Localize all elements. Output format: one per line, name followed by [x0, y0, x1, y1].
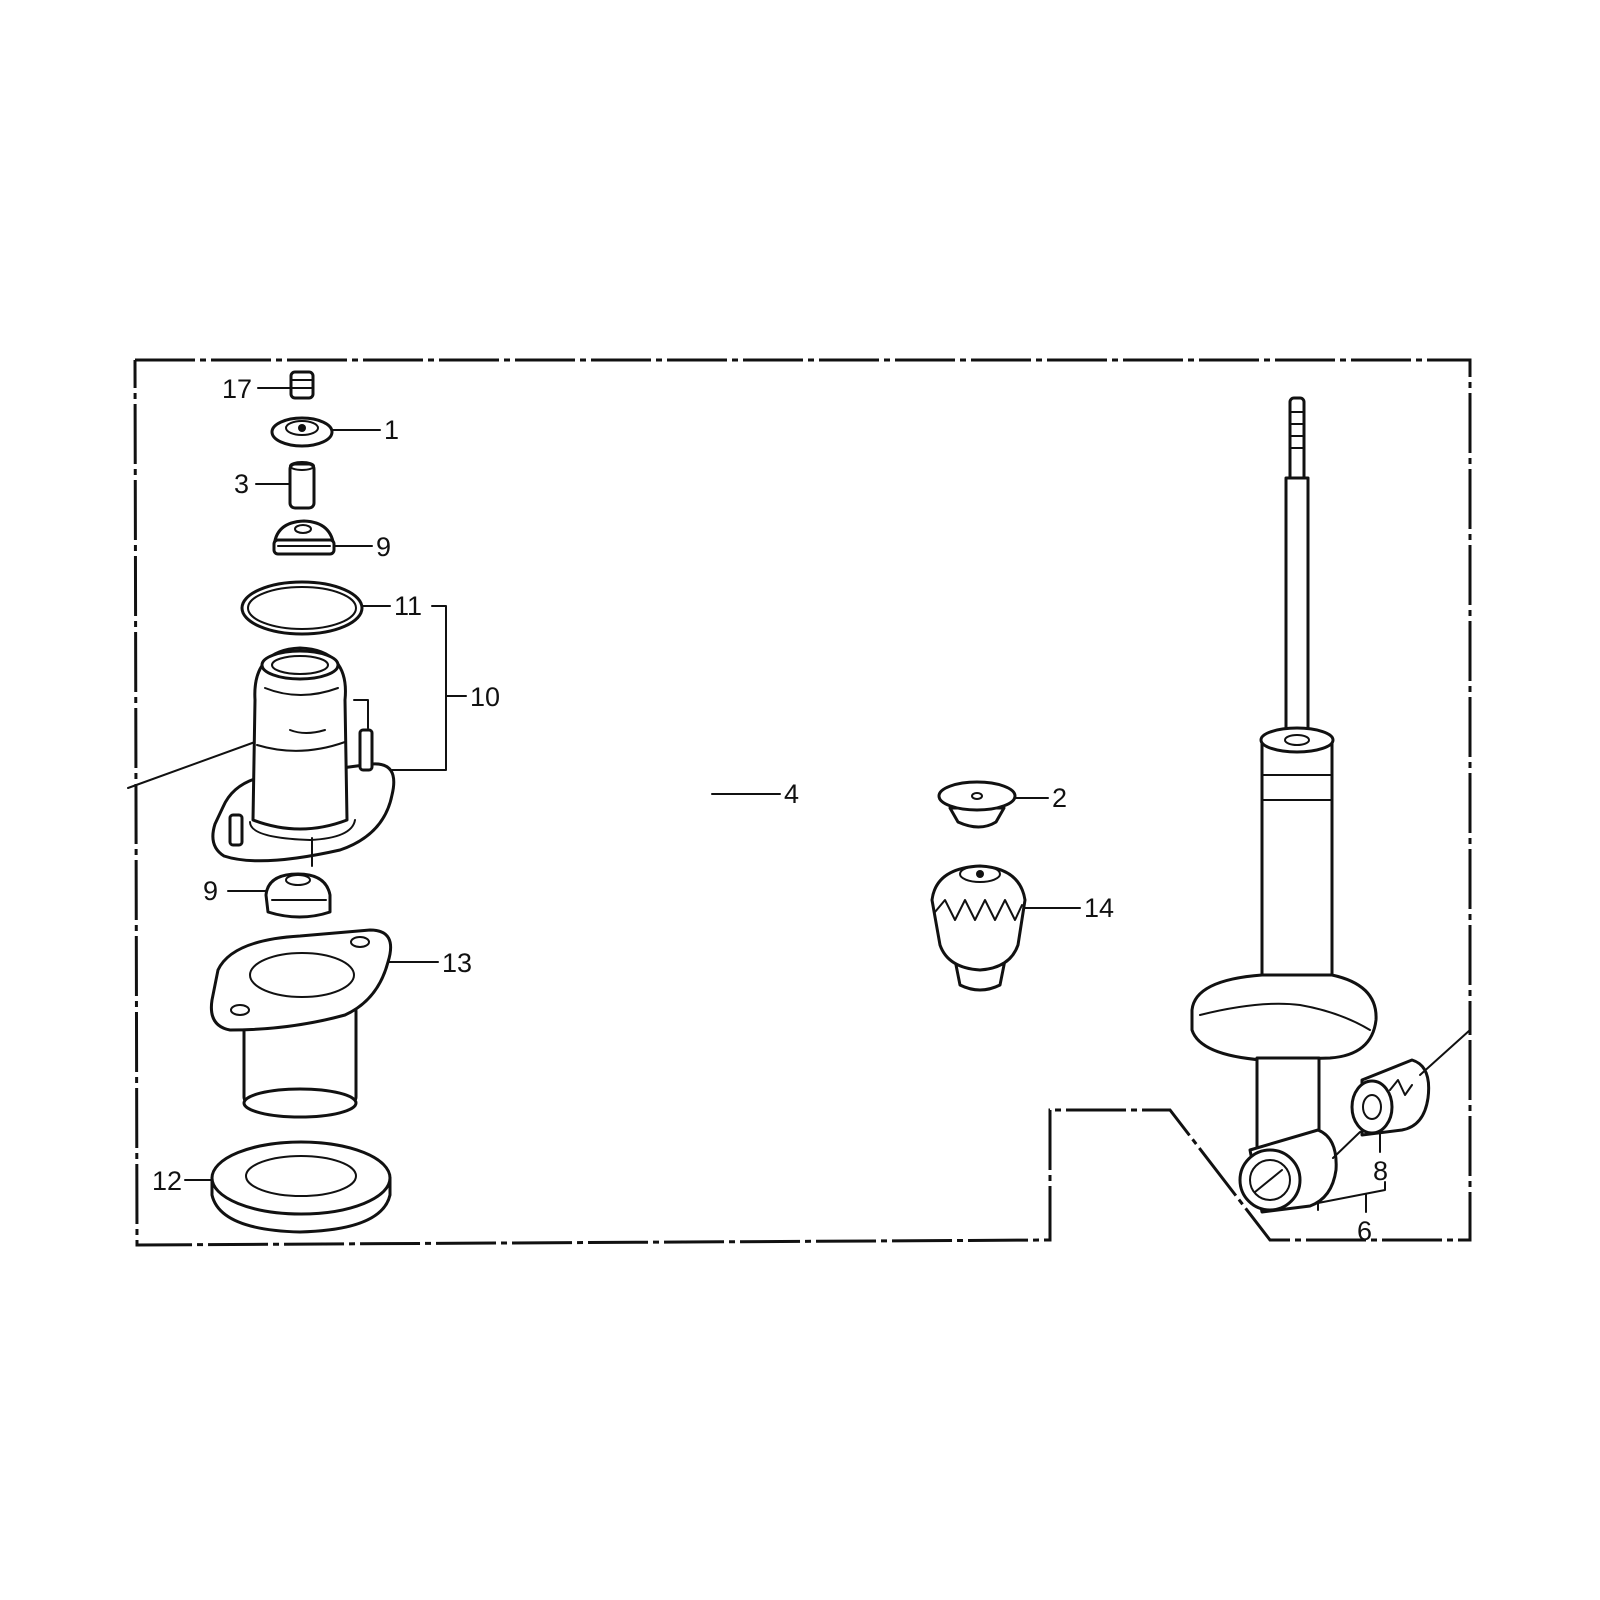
part-11-o-ring: [240, 580, 391, 636]
callout-9-lower: 9: [203, 876, 218, 906]
part-4-coil-spring: [545, 695, 781, 1067]
part-3-collar: [255, 461, 316, 510]
part-1-washer: [270, 416, 381, 448]
part-10-upper-mount-base: [211, 646, 396, 867]
callout-2: 2: [1052, 783, 1067, 813]
part-2-cap: [937, 780, 1049, 829]
callout-11: 11: [394, 591, 422, 621]
bracket-6: [1317, 1181, 1386, 1211]
callout-13: 13: [442, 948, 472, 978]
part-13-spring-mount: [209, 928, 439, 1119]
callout-17: 17: [222, 374, 252, 404]
leader-left-edge: [127, 741, 256, 789]
callout-9-upper: 9: [376, 532, 391, 562]
callout-1: 1: [384, 415, 399, 445]
part-14-bump-stop: [930, 864, 1081, 992]
assembly-boundary: [133, 358, 1472, 1247]
part-9-lower-bushing: [227, 872, 332, 919]
part-8-bushing: [1332, 1029, 1471, 1159]
callout-4: 4: [784, 779, 799, 809]
callout-10: 10: [470, 682, 500, 712]
callout-3: 3: [234, 469, 249, 499]
part-6-shock-absorber: [1190, 396, 1378, 1214]
callout-12: 12: [152, 1166, 182, 1196]
callout-14: 14: [1084, 893, 1114, 923]
callout-8: 8: [1373, 1156, 1388, 1186]
callout-6: 6: [1357, 1216, 1372, 1246]
part-12-spring-seat-rubber: [184, 1140, 392, 1234]
part-17-self-lock-nut: [257, 370, 315, 400]
part-9-upper-bushing: [272, 519, 373, 556]
bracket-10: [391, 605, 447, 771]
